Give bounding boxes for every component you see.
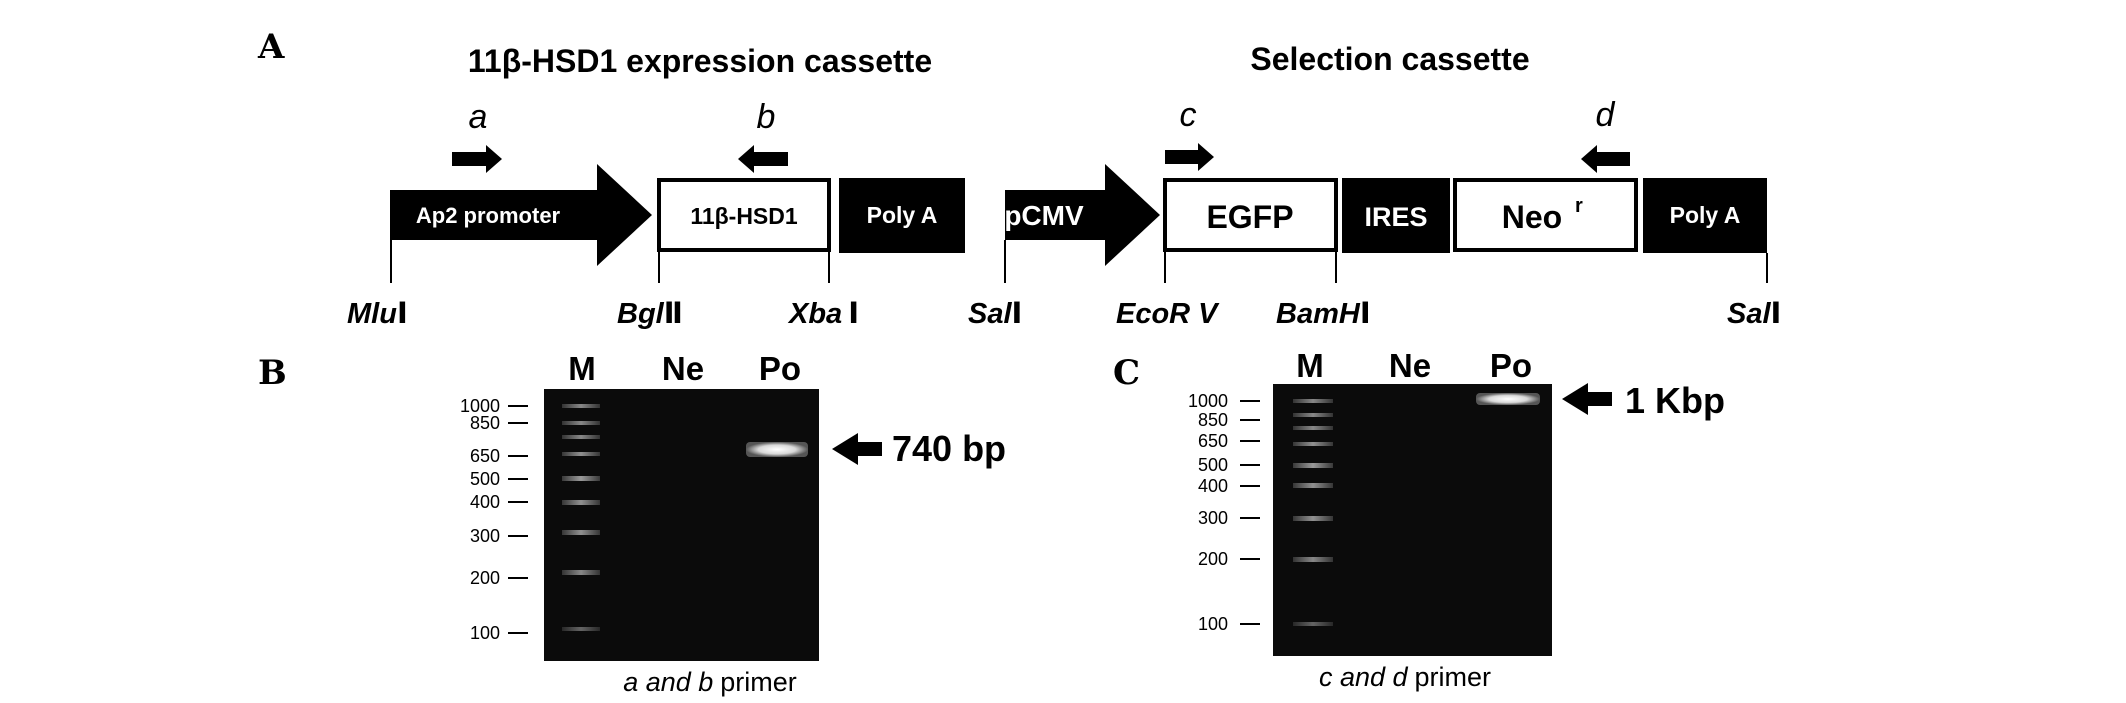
- gel-c-ladder-650: 650: [1198, 431, 1228, 451]
- panel-b-letter: B: [258, 353, 287, 393]
- site-ticks: [390, 240, 1768, 283]
- panel-c-letter: C: [1113, 353, 1140, 393]
- gel-c-ladder-500: 500: [1198, 455, 1228, 475]
- gel-b-ladder-400: 400: [470, 492, 500, 512]
- gel-b-band-label: 740 bp: [892, 428, 1006, 469]
- gel-c-ladder-1000: 1000: [1188, 391, 1228, 411]
- primer-a-label: a: [469, 98, 488, 136]
- pcmv-arrow: [1005, 164, 1160, 266]
- gel-b-ladder-scale: 1000 850 650 500 400 300 200 100: [460, 396, 528, 643]
- panel-a-letter: A: [257, 27, 285, 67]
- gel-c-ladder-200: 200: [1198, 549, 1228, 569]
- gel-c-lane-po: Po: [1490, 347, 1532, 384]
- gel-c-ladder-300: 300: [1198, 508, 1228, 528]
- gel-c-ladder-100: 100: [1198, 614, 1228, 634]
- gel-c-ladder-lane: [1293, 399, 1333, 626]
- ap2-promoter-label: Ap2 promoter: [416, 203, 561, 228]
- primer-d-arrow-icon: [1581, 145, 1630, 173]
- sal2-site-label: SalⅠ: [1727, 298, 1781, 330]
- selection-cassette-title: Selection cassette: [1250, 41, 1529, 77]
- bgl-site-label: BglⅡ: [617, 298, 683, 330]
- mlu-site-label: MluⅠ: [347, 298, 408, 330]
- gel-b-ladder-500: 500: [470, 469, 500, 489]
- gel-b-ladder-100: 100: [470, 623, 500, 643]
- egfp-box: [1163, 178, 1338, 252]
- gel-c-po-band: [1476, 393, 1540, 405]
- panel-a: A 11β-HSD1 expression cassette Selection…: [257, 27, 1781, 330]
- gel-c-ladder-850: 850: [1198, 410, 1228, 430]
- neo-box: [1453, 178, 1638, 252]
- gel-c-lane-m: M: [1296, 347, 1324, 384]
- primer-d-label: d: [1596, 96, 1616, 134]
- expression-cassette-title: 11β-HSD1 expression cassette: [468, 43, 932, 79]
- polya-2-label: Poly A: [1670, 202, 1741, 228]
- gel-b-lane-m: M: [568, 350, 596, 387]
- primer-b-label: b: [757, 98, 776, 136]
- gel-b-ladder-850: 850: [470, 413, 500, 433]
- gel-c-ladder-scale: 1000 850 650 500 400 300 200 100: [1188, 391, 1260, 634]
- gel-c-lane-ne: Ne: [1389, 347, 1431, 384]
- sal1-site-label: SalⅠ: [968, 298, 1022, 330]
- gel-b-band-arrow-icon: [832, 433, 882, 465]
- panel-b: B M Ne Po: [258, 350, 1006, 697]
- gel-b-ladder-650: 650: [470, 446, 500, 466]
- polya-2-box: [1643, 178, 1767, 253]
- ires-label: IRES: [1364, 202, 1427, 232]
- neo-superscript: r: [1575, 195, 1583, 217]
- pcmv-label: pCMV: [1004, 200, 1084, 231]
- primer-b-arrow-icon: [738, 145, 788, 173]
- gel-c-band-label: 1 Kbp: [1625, 380, 1725, 421]
- hsd1-box: [657, 178, 831, 252]
- ires-box: [1342, 178, 1450, 253]
- primer-c-arrow-icon: [1165, 143, 1214, 171]
- panel-c: C M Ne Po: [1113, 347, 1725, 692]
- gel-c-ladder-400: 400: [1198, 476, 1228, 496]
- gel-c-band-arrow-icon: [1562, 383, 1612, 415]
- primer-a-arrow-icon: [452, 145, 502, 173]
- gel-b-ladder-300: 300: [470, 526, 500, 546]
- gel-b: [544, 389, 819, 661]
- gel-b-lane-ne: Ne: [662, 350, 704, 387]
- primer-c-label: c: [1180, 96, 1197, 134]
- hsd1-label: 11β-HSD1: [690, 203, 798, 229]
- gel-b-ladder-200: 200: [470, 568, 500, 588]
- gel-b-lane-po: Po: [759, 350, 801, 387]
- gel-b-ladder-1000: 1000: [460, 396, 500, 416]
- egfp-label: EGFP: [1206, 199, 1293, 235]
- gel-b-po-band: [746, 442, 808, 457]
- bamh-site-label: BamHⅠ: [1276, 298, 1371, 330]
- polya-1-box: [839, 178, 965, 253]
- polya-1-label: Poly A: [867, 202, 938, 228]
- gel-b-ladder-lane: [562, 404, 600, 631]
- ecor-site-label: EcoR V: [1116, 298, 1220, 330]
- neo-label: Neo: [1502, 199, 1562, 235]
- ap2-promoter-arrow: [390, 164, 652, 266]
